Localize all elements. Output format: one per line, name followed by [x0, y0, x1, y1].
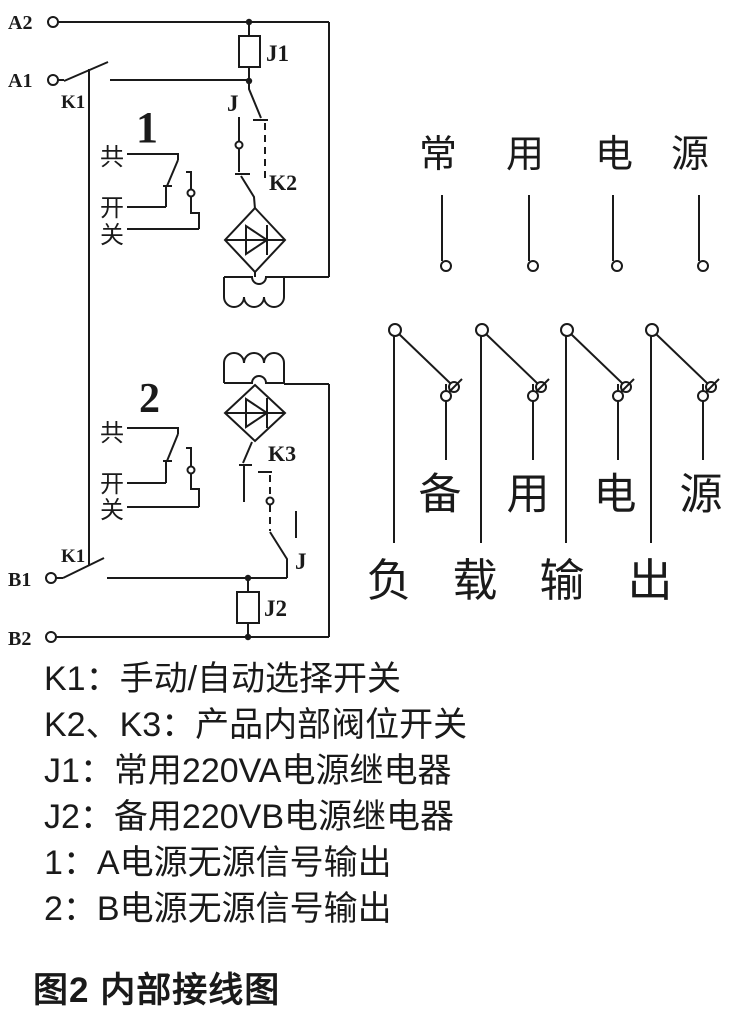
contact-node-circle — [234, 140, 244, 150]
legend-line: K2、K3：产品内部阀位开关 — [44, 706, 468, 744]
normal-supply-title: 常 用 电 源 — [419, 134, 709, 176]
signal-switch-1 — [127, 153, 200, 230]
k1-bottom-blade — [62, 557, 105, 579]
no-contact-circle — [612, 390, 624, 402]
signal2-closed — [127, 474, 200, 508]
bus-b-right — [284, 383, 330, 637]
backup-supply-char: 电 — [594, 471, 637, 519]
load-output-char: 载 — [452, 555, 497, 606]
k1-top-blade — [63, 61, 109, 82]
bridge-rectifier-a — [223, 206, 287, 274]
bridge-rectifier-b — [223, 383, 287, 443]
signal1-contact-circle — [186, 188, 196, 198]
terminal-b2-circle — [45, 631, 57, 643]
signal2-contact-circle — [186, 465, 196, 475]
switch-blade — [398, 333, 451, 384]
label-k1-bottom: K1 — [61, 546, 85, 567]
terminal-a2-circle — [47, 16, 59, 28]
signal2-nc-wire — [186, 447, 192, 466]
normal-supply-contact-circle — [527, 260, 539, 272]
label-j-top: J — [227, 91, 239, 116]
label-j-bottom: J — [295, 549, 307, 574]
terminal-b1-circle — [45, 572, 57, 584]
transfer-switch-bank — [388, 195, 720, 543]
signal-switch-2 — [127, 427, 200, 508]
label-j2: J2 — [264, 596, 287, 621]
normal-supply-char: 源 — [671, 134, 709, 176]
legend-line: J1：常用220VA电源继电器 — [44, 752, 452, 790]
signal1-closed-label: 关 — [100, 222, 124, 249]
internal-wiring-diagram: A2 A1 B1 B2 K1 K1 J1 J2 J J K2 K3 1 2 共 … — [8, 12, 723, 650]
switch-column — [645, 195, 720, 543]
switch-column — [475, 195, 550, 543]
load-output-char: 负 — [366, 555, 411, 606]
label-signal1-number: 1 — [136, 103, 158, 152]
load-output-title: 负 载 输 出 — [366, 555, 672, 606]
signal1-common-label: 共 — [100, 144, 124, 171]
circuit-b — [45, 352, 330, 643]
signal2-common-label: 共 — [100, 420, 124, 447]
normal-supply-char: 用 — [506, 134, 544, 176]
switch-blade — [485, 333, 538, 384]
normal-supply-char: 电 — [595, 134, 633, 176]
label-k2: K2 — [269, 170, 297, 195]
signal1-open-label: 开 — [100, 195, 124, 222]
switch-blade — [655, 333, 708, 384]
signal1-common-open — [127, 153, 179, 208]
coil-winding-b — [223, 352, 285, 384]
backup-supply-title: 备 用 电 源 — [419, 471, 723, 519]
contact-k3 — [239, 441, 253, 502]
terminal-label-b1: B1 — [8, 569, 31, 591]
legend-line: 2：B电源无源信号输出 — [44, 890, 392, 928]
legend-line: 1：A电源无源信号输出 — [44, 844, 392, 882]
legend-line: J2：备用220VB电源继电器 — [44, 798, 454, 836]
contact-j-top — [248, 82, 268, 121]
normal-supply-contact-circle — [440, 260, 452, 272]
terminal-label-a2: A2 — [8, 12, 32, 34]
load-output-char: 出 — [627, 555, 672, 606]
label-k1-top: K1 — [61, 92, 85, 113]
circuit-a — [47, 16, 330, 566]
contact-k2 — [235, 149, 256, 210]
junction-dot — [245, 77, 253, 85]
legend: K1：手动/自动选择开关 K2、K3：产品内部阀位开关 J1：常用220VA电源… — [44, 656, 467, 932]
signal2-open-label: 开 — [100, 471, 124, 498]
figure-caption: 图2 内部接线图 — [33, 971, 281, 1010]
switch-blade — [570, 333, 623, 384]
relay-j2-coil — [236, 591, 260, 624]
no-contact-circle — [697, 390, 709, 402]
label-j1: J1 — [266, 41, 289, 66]
switch-column — [560, 195, 635, 543]
terminal-label-b2: B2 — [8, 628, 31, 650]
normal-supply-char: 常 — [419, 134, 457, 176]
normal-supply-contact-circle — [697, 260, 709, 272]
legend-line: K1：手动/自动选择开关 — [44, 660, 402, 698]
contact-j-bottom — [269, 531, 288, 578]
label-k3: K3 — [268, 441, 296, 466]
backup-supply-char: 用 — [507, 471, 550, 519]
signal1-closed — [127, 197, 200, 230]
relay-j1-coil — [238, 35, 261, 68]
coil-winding-a — [223, 272, 285, 308]
load-output-char: 输 — [539, 555, 584, 606]
backup-supply-char: 备 — [419, 471, 462, 519]
terminal-label-a1: A1 — [8, 70, 32, 92]
switch-column — [388, 195, 463, 543]
label-signal2-number: 2 — [139, 376, 160, 422]
normal-supply-contact-circle — [611, 260, 623, 272]
bus-a-right — [284, 22, 330, 278]
signal1-nc-wire — [186, 171, 192, 189]
no-contact-circle — [440, 390, 452, 402]
no-contact-circle — [527, 390, 539, 402]
backup-supply-char: 源 — [680, 471, 723, 519]
terminal-a1-circle — [47, 74, 59, 86]
signal2-closed-label: 关 — [100, 497, 124, 524]
contact-node-circle — [265, 496, 275, 506]
signal2-common-open — [127, 427, 179, 484]
